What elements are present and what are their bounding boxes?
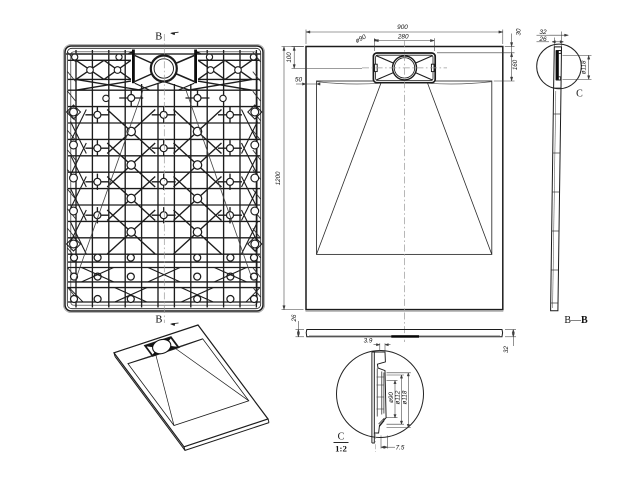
svg-text:280: 280 xyxy=(397,34,409,41)
svg-text:32: 32 xyxy=(539,29,547,36)
svg-text:ø118: ø118 xyxy=(581,60,588,74)
svg-text:B—B: B—B xyxy=(564,315,588,326)
svg-text:26: 26 xyxy=(538,36,547,43)
svg-text:50: 50 xyxy=(295,76,303,83)
svg-text:1200: 1200 xyxy=(275,171,282,185)
svg-text:ø90: ø90 xyxy=(388,392,395,403)
svg-text:ø118: ø118 xyxy=(402,390,409,404)
svg-text:ø90: ø90 xyxy=(354,33,367,44)
svg-text:32: 32 xyxy=(503,346,510,353)
svg-text:3.9: 3.9 xyxy=(364,337,373,344)
svg-text:C: C xyxy=(338,432,345,443)
svg-text:7.5: 7.5 xyxy=(396,444,405,451)
svg-text:26: 26 xyxy=(291,314,298,322)
svg-text:B: B xyxy=(155,32,162,43)
svg-text:160: 160 xyxy=(512,59,519,70)
svg-text:30: 30 xyxy=(516,28,523,35)
svg-text:900: 900 xyxy=(397,24,408,31)
svg-text:1:2: 1:2 xyxy=(335,444,347,454)
svg-text:ø112: ø112 xyxy=(395,390,402,404)
svg-text:B: B xyxy=(155,315,162,326)
svg-text:C: C xyxy=(576,89,583,100)
svg-text:100: 100 xyxy=(286,52,293,63)
